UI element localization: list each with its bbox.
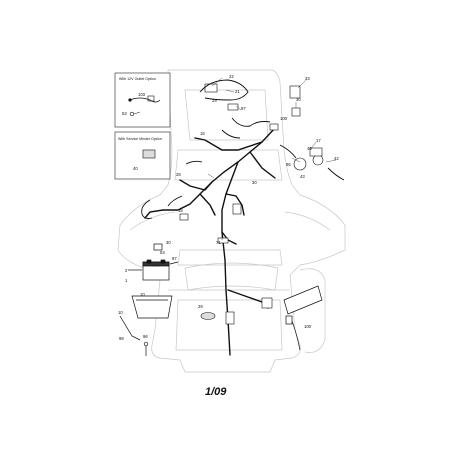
callout-30c: 30 [166, 240, 171, 245]
part-label-53: 53 [122, 111, 127, 116]
callout-16: 16 [200, 131, 205, 136]
callout-labels: 22 21 29 97 33 30 100 16 17 40 28 96 43 … [118, 74, 339, 341]
callout-43: 43 [300, 174, 305, 179]
right-side-parts [141, 144, 345, 219]
callout-71: 71 [216, 240, 221, 245]
callout-100b: 100 [304, 324, 312, 329]
page-number: 1/09 [205, 386, 227, 398]
part-label-103: 103 [138, 92, 146, 97]
callout-53: 53 [160, 250, 165, 255]
callout-28: 28 [176, 172, 181, 177]
battery-assembly [119, 243, 179, 356]
callout-96: 96 [286, 162, 291, 167]
callout-21: 21 [235, 89, 240, 94]
callout-29: 29 [212, 98, 217, 103]
callout-97b: 97 [172, 256, 177, 261]
callout-33: 33 [305, 76, 310, 81]
outlet-option-title: With 12V Outlet Option [119, 77, 156, 81]
callout-42: 42 [334, 156, 339, 161]
callout-29b: 29 [198, 304, 203, 309]
callout-30: 30 [296, 97, 301, 102]
callout-18: 18 [178, 208, 183, 213]
leader-lines [153, 77, 337, 267]
callout-97: 97 [241, 106, 246, 111]
harness-connectors [179, 83, 324, 325]
monitor-option-title: With Service Minder Option [118, 137, 162, 141]
monitor-option-box: With Service Minder Option 40 [114, 131, 171, 180]
callout-98: 98 [119, 336, 124, 341]
callout-22: 22 [229, 74, 234, 79]
callout-100: 100 [280, 116, 288, 121]
callout-96b: 96 [143, 334, 148, 339]
ignition-harness-top [167, 79, 271, 207]
callout-17: 17 [316, 138, 321, 143]
callout-10: 10 [140, 292, 145, 297]
part-label-40: 40 [133, 166, 138, 171]
seat-switch-panel [283, 285, 323, 351]
callout-1: 1 [125, 278, 128, 283]
callout-2: 2 [125, 268, 128, 273]
callout-10b: 10 [118, 310, 123, 315]
tractor-body-outline [117, 69, 346, 373]
callout-30b: 30 [252, 180, 257, 185]
cable-clip [200, 312, 216, 320]
outlet-option-box: With 12V Outlet Option 103 53 [114, 72, 171, 128]
callout-40: 40 [307, 146, 312, 151]
